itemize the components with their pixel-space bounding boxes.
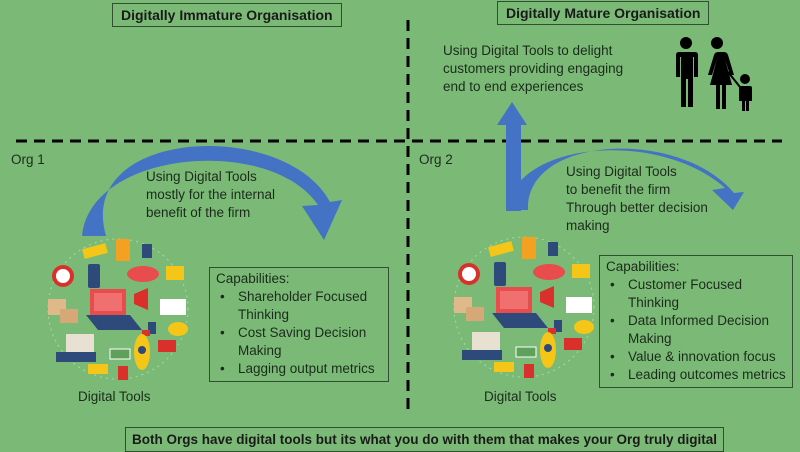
capability-item: Data Informed Decision Making bbox=[606, 312, 786, 348]
org1-label: Org 1 bbox=[11, 152, 45, 167]
capability-item: Shareholder Focused Thinking bbox=[216, 288, 382, 324]
immature-org-title: Digitally Immature Organisation bbox=[112, 3, 342, 27]
capabilities-box-right: Capabilities: Customer Focused Thinking … bbox=[599, 255, 793, 388]
text-line: Through better decision bbox=[566, 200, 708, 215]
text-line: making bbox=[566, 218, 610, 233]
capabilities-heading: Capabilities: bbox=[216, 271, 290, 286]
text-line: Using Digital Tools bbox=[146, 169, 257, 184]
footer-statement: Both Orgs have digital tools but its wha… bbox=[125, 427, 725, 452]
capabilities-heading: Capabilities: bbox=[606, 259, 680, 274]
mature-experience-text: Using Digital Tools to delight customers… bbox=[443, 42, 623, 96]
capability-item: Cost Saving Decision Making bbox=[216, 324, 382, 360]
capability-item: Lagging output metrics bbox=[216, 360, 382, 378]
digital-tools-label-right: Digital Tools bbox=[484, 389, 557, 404]
capability-item: Value & innovation focus bbox=[606, 348, 786, 366]
text-line: benefit of the firm bbox=[146, 205, 251, 220]
mature-org-title: Digitally Mature Organisation bbox=[497, 1, 710, 25]
text-line: Using Digital Tools bbox=[566, 164, 677, 179]
digital-tools-label-left: Digital Tools bbox=[78, 389, 151, 404]
immature-usage-text: Using Digital Tools mostly for the inter… bbox=[146, 168, 275, 222]
text-line: end to end experiences bbox=[443, 79, 584, 94]
digital-tools-cluster-icon bbox=[453, 236, 595, 378]
mature-usage-text: Using Digital Tools to benefit the firm … bbox=[566, 163, 708, 235]
capability-item: Leading outcomes metrics bbox=[606, 366, 786, 384]
text-line: Using Digital Tools to delight bbox=[443, 43, 613, 58]
family-icon bbox=[676, 37, 752, 111]
capabilities-box-left: Capabilities: Shareholder Focused Thinki… bbox=[209, 267, 389, 382]
org2-label: Org 2 bbox=[419, 152, 453, 167]
text-line: to benefit the firm bbox=[566, 182, 671, 197]
digital-tools-cluster-icon bbox=[47, 238, 189, 380]
text-line: customers providing engaging bbox=[443, 61, 624, 76]
capability-item: Customer Focused Thinking bbox=[606, 276, 786, 312]
text-line: mostly for the internal bbox=[146, 187, 276, 202]
